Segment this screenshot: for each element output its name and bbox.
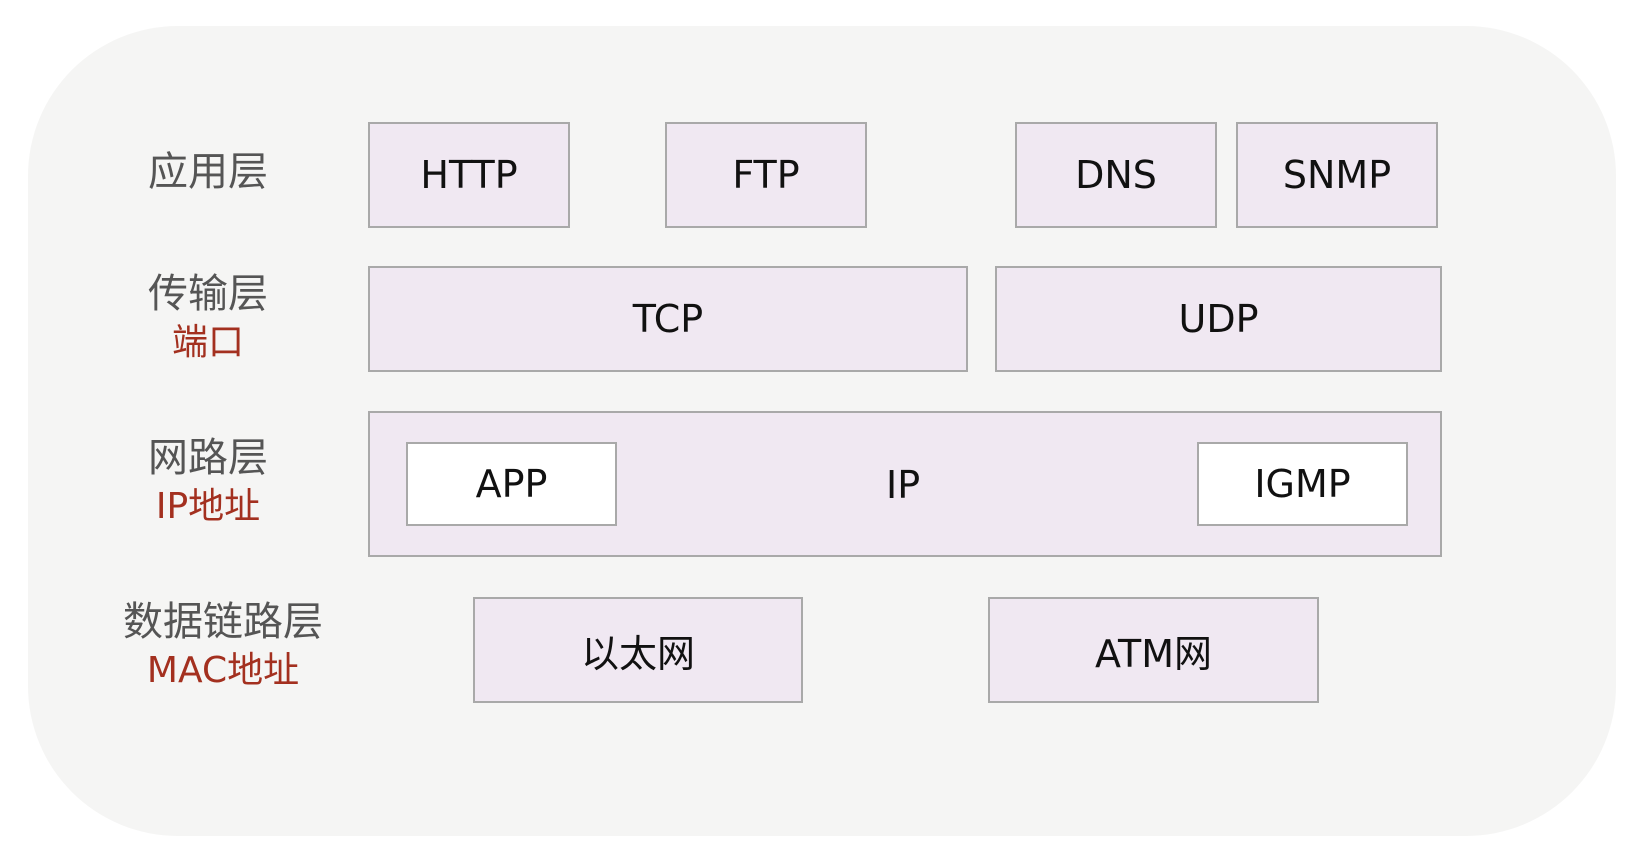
protocol-app: APP [406,442,617,526]
network-layer-name: 网路层 [148,435,268,481]
protocol-http: HTTP [368,122,570,228]
protocol-dns: DNS [1015,122,1217,228]
protocol-atm: ATM网 [988,597,1319,703]
datalink-layer-sub: MAC地址 [146,650,300,691]
transport-layer-name: 传输层 [148,271,268,317]
network-layer-sub: IP地址 [155,486,261,527]
protocol-ip-label: IP [886,463,921,507]
protocol-tcp: TCP [368,266,968,372]
protocol-ethernet: 以太网 [473,597,803,703]
application-layer-label: 应用层 [118,146,298,198]
transport-layer-sub: 端口 [171,322,244,363]
datalink-layer-label: 数据链路层 MAC地址 [108,596,338,695]
transport-layer-label: 传输层 端口 [118,268,298,367]
application-layer-name: 应用层 [148,149,268,195]
network-layer-label: 网路层 IP地址 [118,432,298,531]
protocol-udp: UDP [995,266,1442,372]
protocol-ftp: FTP [665,122,867,228]
datalink-layer-name: 数据链路层 [123,599,323,645]
protocol-igmp: IGMP [1197,442,1408,526]
protocol-snmp: SNMP [1236,122,1438,228]
